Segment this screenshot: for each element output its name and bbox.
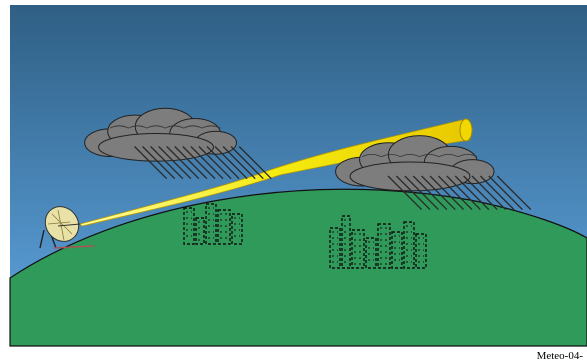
slide-caption: Meteo-04- — [537, 350, 583, 362]
